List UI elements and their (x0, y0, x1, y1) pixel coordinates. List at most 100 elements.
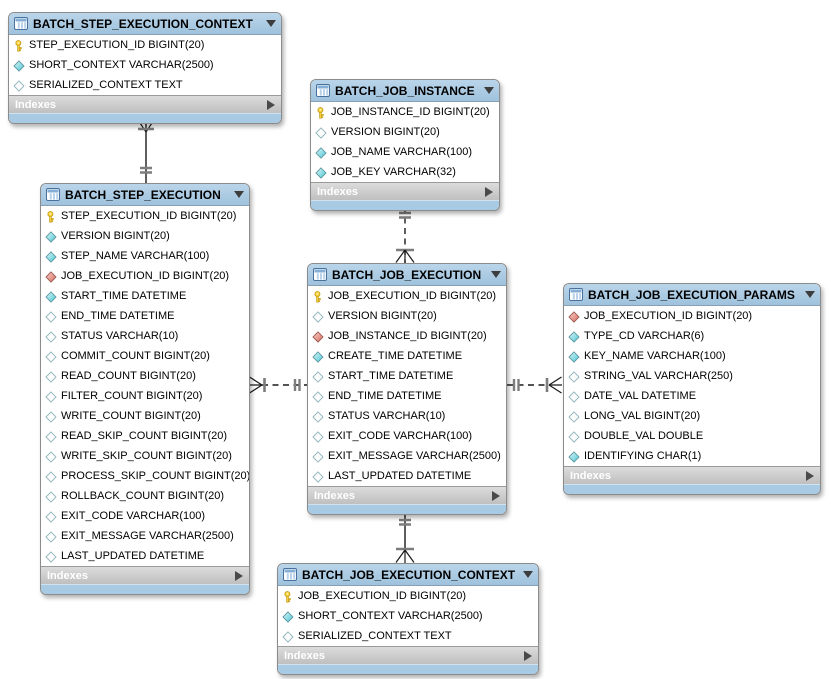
table-column-row[interactable]: WRITE_SKIP_COUNT BIGINT(20) (41, 446, 249, 466)
table-batch-job-execution-context[interactable]: BATCH_JOB_EXECUTION_CONTEXT JOB_EXECUTION… (277, 563, 539, 675)
table-column-row[interactable]: EXIT_MESSAGE VARCHAR(2500) (308, 446, 506, 466)
table-column-row[interactable]: SERIALIZED_CONTEXT TEXT (278, 626, 538, 646)
table-column-row[interactable]: STEP_EXECUTION_ID BIGINT(20) (41, 206, 249, 226)
indexes-section[interactable]: Indexes (311, 182, 499, 200)
table-column-row[interactable]: STEP_EXECUTION_ID BIGINT(20) (9, 35, 281, 55)
table-column-row[interactable]: JOB_INSTANCE_ID BIGINT(20) (308, 326, 506, 346)
table-title: BATCH_JOB_EXECUTION_CONTEXT (302, 567, 516, 582)
table-header[interactable]: BATCH_STEP_EXECUTION (41, 184, 249, 206)
collapse-arrow-icon[interactable] (266, 20, 276, 27)
table-column-row[interactable]: COMMIT_COUNT BIGINT(20) (41, 346, 249, 366)
column-nullable-icon (45, 350, 57, 363)
table-column-row[interactable]: DOUBLE_VAL DOUBLE (564, 426, 820, 446)
table-column-row[interactable]: CREATE_TIME DATETIME (308, 346, 506, 366)
relationship-execution-to-context[interactable] (395, 511, 415, 563)
table-column-row[interactable]: LAST_UPDATED DATETIME (41, 546, 249, 566)
relationship-execution-to-step[interactable] (249, 376, 308, 394)
table-column-row[interactable]: END_TIME DATETIME (308, 386, 506, 406)
table-column-row[interactable]: START_TIME DATETIME (41, 286, 249, 306)
column-label: LAST_UPDATED DATETIME (328, 470, 472, 482)
collapse-arrow-icon[interactable] (805, 291, 815, 298)
table-column-row[interactable]: LAST_UPDATED DATETIME (308, 466, 506, 486)
column-label: CREATE_TIME DATETIME (328, 350, 463, 362)
table-column-row[interactable]: STATUS VARCHAR(10) (41, 326, 249, 346)
indexes-section[interactable]: Indexes (278, 646, 538, 664)
table-column-row[interactable]: JOB_EXECUTION_ID BIGINT(20) (564, 306, 820, 326)
column-nullable-icon (45, 510, 57, 523)
table-column-row[interactable]: IDENTIFYING CHAR(1) (564, 446, 820, 466)
indexes-section[interactable]: Indexes (564, 466, 820, 484)
table-column-row[interactable]: STEP_NAME VARCHAR(100) (41, 246, 249, 266)
table-column-row[interactable]: JOB_NAME VARCHAR(100) (311, 142, 499, 162)
expand-arrow-icon[interactable] (235, 570, 243, 581)
table-column-row[interactable]: PROCESS_SKIP_COUNT BIGINT(20) (41, 466, 249, 486)
column-label: COMMIT_COUNT BIGINT(20) (61, 350, 210, 362)
indexes-section[interactable]: Indexes (41, 566, 249, 584)
expand-arrow-icon[interactable] (524, 650, 532, 661)
table-header[interactable]: BATCH_JOB_INSTANCE (311, 80, 499, 102)
table-column-row[interactable]: STRING_VAL VARCHAR(250) (564, 366, 820, 386)
table-column-row[interactable]: ROLLBACK_COUNT BIGINT(20) (41, 486, 249, 506)
table-header[interactable]: BATCH_JOB_EXECUTION (308, 264, 506, 286)
primary-key-icon (45, 210, 57, 223)
table-column-row[interactable]: FILTER_COUNT BIGINT(20) (41, 386, 249, 406)
table-column-row[interactable]: LONG_VAL BIGINT(20) (564, 406, 820, 426)
table-column-row[interactable]: END_TIME DATETIME (41, 306, 249, 326)
table-header[interactable]: BATCH_STEP_EXECUTION_CONTEXT (9, 13, 281, 35)
table-column-row[interactable]: SERIALIZED_CONTEXT TEXT (9, 75, 281, 95)
expand-arrow-icon[interactable] (806, 470, 814, 481)
primary-key-icon (13, 39, 25, 52)
column-not-null-icon (568, 350, 580, 363)
collapse-arrow-icon[interactable] (234, 191, 244, 198)
table-column-row[interactable]: JOB_KEY VARCHAR(32) (311, 162, 499, 182)
column-nullable-icon (568, 390, 580, 403)
table-column-row[interactable]: READ_SKIP_COUNT BIGINT(20) (41, 426, 249, 446)
table-column-row[interactable]: STATUS VARCHAR(10) (308, 406, 506, 426)
collapse-arrow-icon[interactable] (491, 271, 501, 278)
expand-arrow-icon[interactable] (267, 99, 275, 110)
table-column-row[interactable]: VERSION BIGINT(20) (41, 226, 249, 246)
table-column-row[interactable]: VERSION BIGINT(20) (311, 122, 499, 142)
table-column-row[interactable]: EXIT_CODE VARCHAR(100) (41, 506, 249, 526)
collapse-arrow-icon[interactable] (523, 571, 533, 578)
table-column-row[interactable]: EXIT_MESSAGE VARCHAR(2500) (41, 526, 249, 546)
collapse-arrow-icon[interactable] (484, 87, 494, 94)
column-label: STRING_VAL VARCHAR(250) (584, 370, 733, 382)
table-column-row[interactable]: READ_COUNT BIGINT(20) (41, 366, 249, 386)
relationship-execution-to-params[interactable] (507, 376, 562, 394)
table-column-row[interactable]: KEY_NAME VARCHAR(100) (564, 346, 820, 366)
expand-arrow-icon[interactable] (485, 186, 493, 197)
table-column-row[interactable]: DATE_VAL DATETIME (564, 386, 820, 406)
relationship-instance-to-execution[interactable] (395, 207, 415, 263)
table-column-row[interactable]: JOB_INSTANCE_ID BIGINT(20) (311, 102, 499, 122)
table-column-row[interactable]: START_TIME DATETIME (308, 366, 506, 386)
indexes-section[interactable]: Indexes (308, 486, 506, 504)
table-column-row[interactable]: VERSION BIGINT(20) (308, 306, 506, 326)
relationship-step-execution-to-context[interactable] (137, 119, 155, 183)
table-header[interactable]: BATCH_JOB_EXECUTION_PARAMS (564, 284, 820, 306)
table-column-row[interactable]: JOB_EXECUTION_ID BIGINT(20) (308, 286, 506, 306)
table-column-row[interactable]: JOB_EXECUTION_ID BIGINT(20) (278, 586, 538, 606)
indexes-section[interactable]: Indexes (9, 95, 281, 113)
indexes-label: Indexes (284, 649, 325, 662)
table-column-row[interactable]: SHORT_CONTEXT VARCHAR(2500) (278, 606, 538, 626)
column-not-null-icon (568, 330, 580, 343)
table-columns: STEP_EXECUTION_ID BIGINT(20)VERSION BIGI… (41, 206, 249, 566)
table-column-row[interactable]: JOB_EXECUTION_ID BIGINT(20) (41, 266, 249, 286)
table-column-row[interactable]: SHORT_CONTEXT VARCHAR(2500) (9, 55, 281, 75)
table-header[interactable]: BATCH_JOB_EXECUTION_CONTEXT (278, 564, 538, 586)
table-column-row[interactable]: EXIT_CODE VARCHAR(100) (308, 426, 506, 446)
table-icon (46, 188, 60, 201)
column-label: IDENTIFYING CHAR(1) (584, 450, 702, 462)
table-column-row[interactable]: WRITE_COUNT BIGINT(20) (41, 406, 249, 426)
column-nullable-icon (282, 630, 294, 643)
table-column-row[interactable]: TYPE_CD VARCHAR(6) (564, 326, 820, 346)
expand-arrow-icon[interactable] (492, 490, 500, 501)
column-label: EXIT_CODE VARCHAR(100) (61, 510, 206, 522)
